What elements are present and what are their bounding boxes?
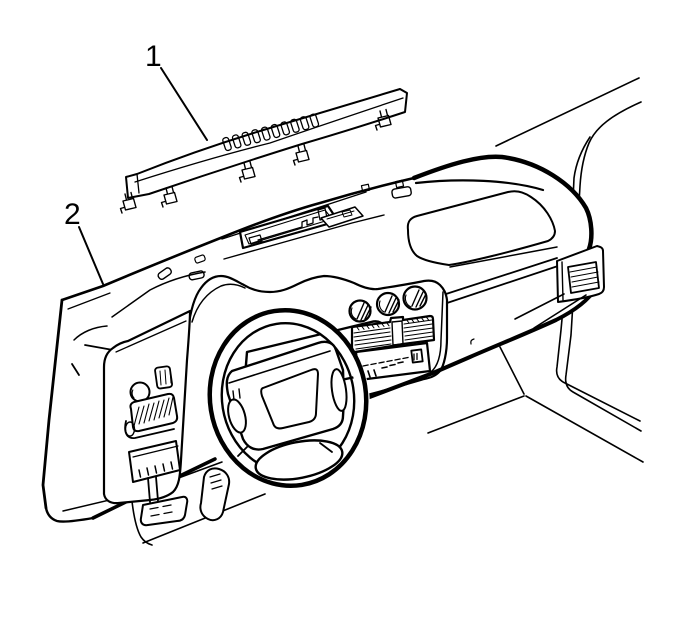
svg-text:2: 2	[64, 198, 81, 231]
svg-text:1: 1	[145, 40, 162, 73]
